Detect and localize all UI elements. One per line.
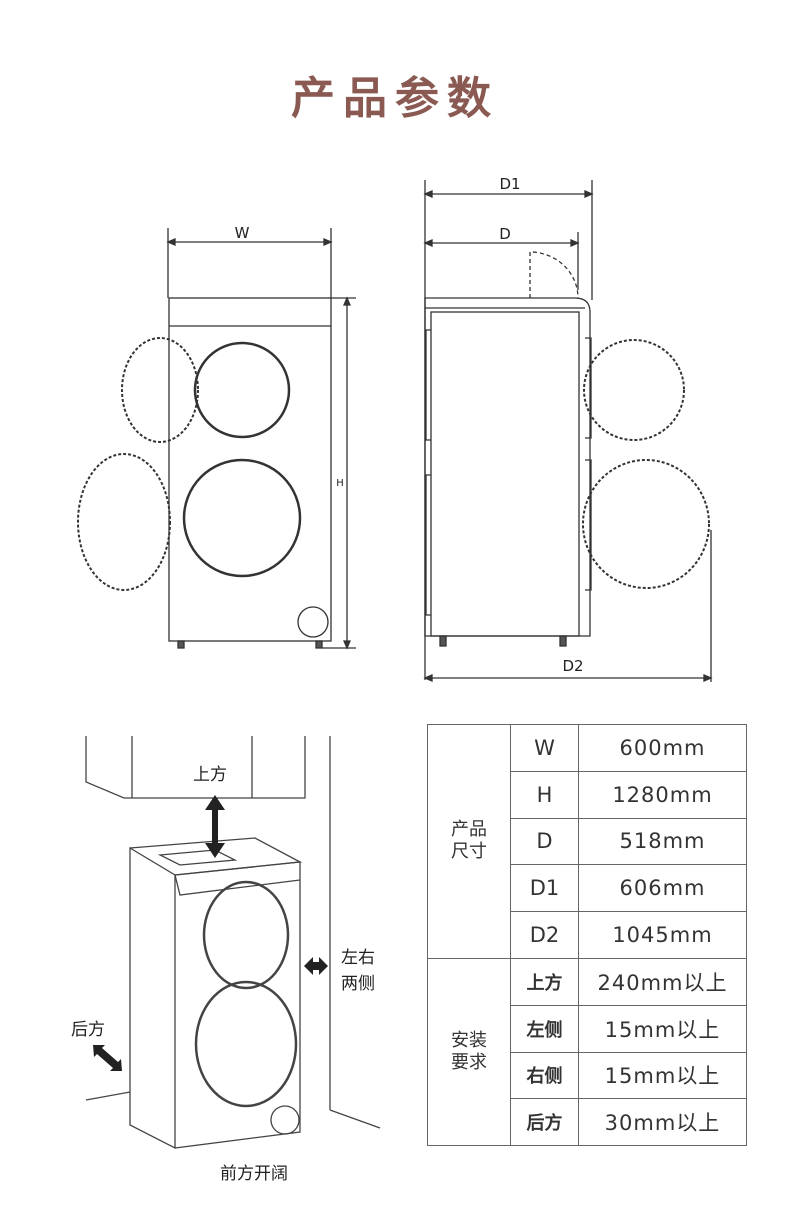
side-clearance-arrow-icon <box>304 957 328 975</box>
back-clearance-label: 后方 <box>71 1020 105 1040</box>
group-label-line: 尺寸 <box>451 841 487 863</box>
width-label: W <box>235 224 250 242</box>
height-label: H <box>336 478 344 489</box>
spec-key: 后方 <box>510 1098 579 1147</box>
spec-key: 上方 <box>510 957 579 1006</box>
spec-key: H <box>510 770 579 819</box>
group-label-installation: 安装要求 <box>427 957 511 1147</box>
group-label-line: 要求 <box>451 1052 487 1074</box>
spec-value: 30mm以上 <box>578 1098 747 1147</box>
spec-key: D2 <box>510 911 579 959</box>
side-view-diagram: D1 D D2 <box>423 175 713 682</box>
spec-key: D1 <box>510 864 579 913</box>
spec-value: 600mm <box>578 724 747 772</box>
front-clearance-label: 前方开阔 <box>220 1164 288 1184</box>
top-clearance-label: 上方 <box>193 765 227 785</box>
washer-side-body <box>424 297 591 637</box>
spec-key: W <box>510 724 579 772</box>
d1-label: D1 <box>499 175 520 193</box>
spec-value: 518mm <box>578 817 747 866</box>
spec-value: 606mm <box>578 864 747 913</box>
washer-front-body <box>168 297 332 642</box>
front-view-diagram: W H <box>77 224 356 650</box>
lower-door-swing <box>77 453 171 591</box>
top-clearance-arrow-icon <box>205 795 225 858</box>
d-label: D <box>499 225 511 243</box>
upper-door <box>193 341 291 439</box>
sides-clearance-label-2: 两侧 <box>341 974 375 994</box>
page-title: 产品参数 <box>291 73 499 124</box>
d2-label: D2 <box>562 657 583 675</box>
group-label-dimensions: 产品尺寸 <box>427 724 511 959</box>
spec-value: 240mm以上 <box>578 957 747 1006</box>
spec-key: 左侧 <box>510 1004 579 1053</box>
group-label-line: 安装 <box>451 1030 487 1052</box>
sides-clearance-label-1: 左右 <box>341 948 375 968</box>
group-label-line: 产品 <box>451 819 487 841</box>
lower-door <box>182 458 302 578</box>
spec-value: 15mm以上 <box>578 1004 747 1053</box>
upper-door-swing <box>121 337 199 443</box>
spec-key: D <box>510 817 579 866</box>
table-row: 安装要求 上方 240mm以上 <box>427 957 747 1147</box>
spec-value: 1045mm <box>578 911 747 959</box>
spec-value: 15mm以上 <box>578 1051 747 1100</box>
table-row: 产品尺寸 W 600mm <box>427 724 747 959</box>
spec-key: 右侧 <box>510 1051 579 1100</box>
spec-value: 1280mm <box>578 770 747 819</box>
back-clearance-arrow-icon <box>93 1045 122 1071</box>
installation-clearance-diagram: 上方 左右 两侧 后方 前方开阔 <box>71 736 381 1184</box>
